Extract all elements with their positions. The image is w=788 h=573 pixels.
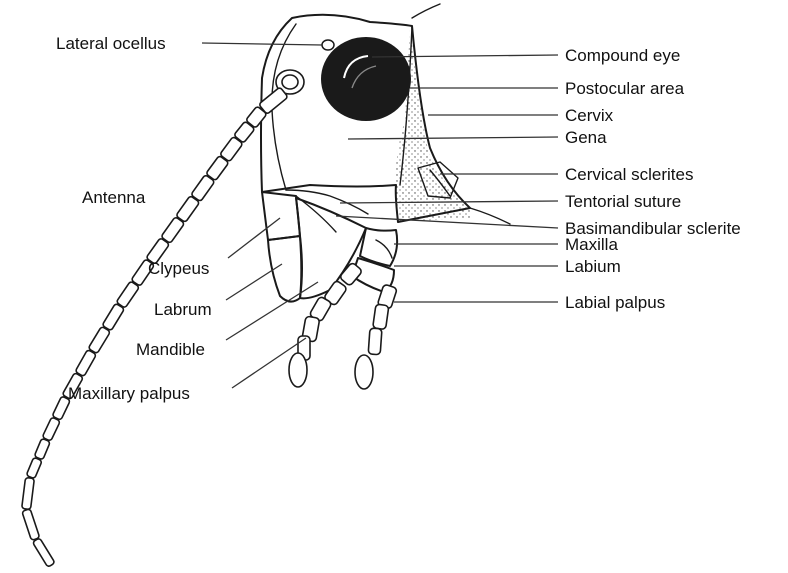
leader-gena [348,137,558,139]
label-gena: Gena [565,128,607,147]
labrum-shape [268,236,302,302]
antenna-scape [282,75,298,89]
leader-labrum [226,264,282,300]
antenna-segment [22,477,35,509]
antenna-segment [176,196,200,223]
antenna-segment [75,349,96,376]
label-labial-palpus: Labial palpus [565,293,665,312]
antenna-segment [34,438,50,460]
label-cervical-sclerites: Cervical sclerites [565,165,693,184]
label-antenna: Antenna [82,188,146,207]
label-lateral-ocellus: Lateral ocellus [56,34,166,53]
label-maxilla: Maxilla [565,235,618,254]
label-tentorial-suture: Tentorial suture [565,192,681,211]
label-compound-eye: Compound eye [565,46,680,65]
label-labrum: Labrum [154,300,212,319]
lateral-ocellus-shape [322,40,334,50]
antenna-segment [42,417,60,441]
neck-outline [412,4,440,18]
antenna-flagellum [22,87,288,567]
label-labium: Labium [565,257,621,276]
antenna-segment [161,217,185,244]
antenna-segment [88,326,110,354]
antenna-segment [22,509,40,541]
basimandibular-sclerite-line [296,196,336,232]
label-maxillary-palpus: Maxillary palpus [68,384,190,403]
compound-eye-shape [321,37,411,121]
antenna-segment [26,457,42,479]
label-postocular-area: Postocular area [565,79,685,98]
label-mandible: Mandible [136,340,205,359]
labial-palpus [355,284,397,389]
label-clypeus: Clypeus [148,259,209,278]
maxilla-inner [376,240,392,258]
label-cervix: Cervix [565,106,614,125]
antenna-segment [116,281,139,308]
maxillary-palpus [289,262,363,387]
clypeus-shape [262,192,300,240]
thorax-outline [470,208,510,224]
leader-clypeus [228,218,280,258]
antenna-segment [32,538,55,568]
leader-lateral-ocellus [202,43,322,45]
antenna-segment [102,303,125,331]
mandible-shape [296,198,366,298]
